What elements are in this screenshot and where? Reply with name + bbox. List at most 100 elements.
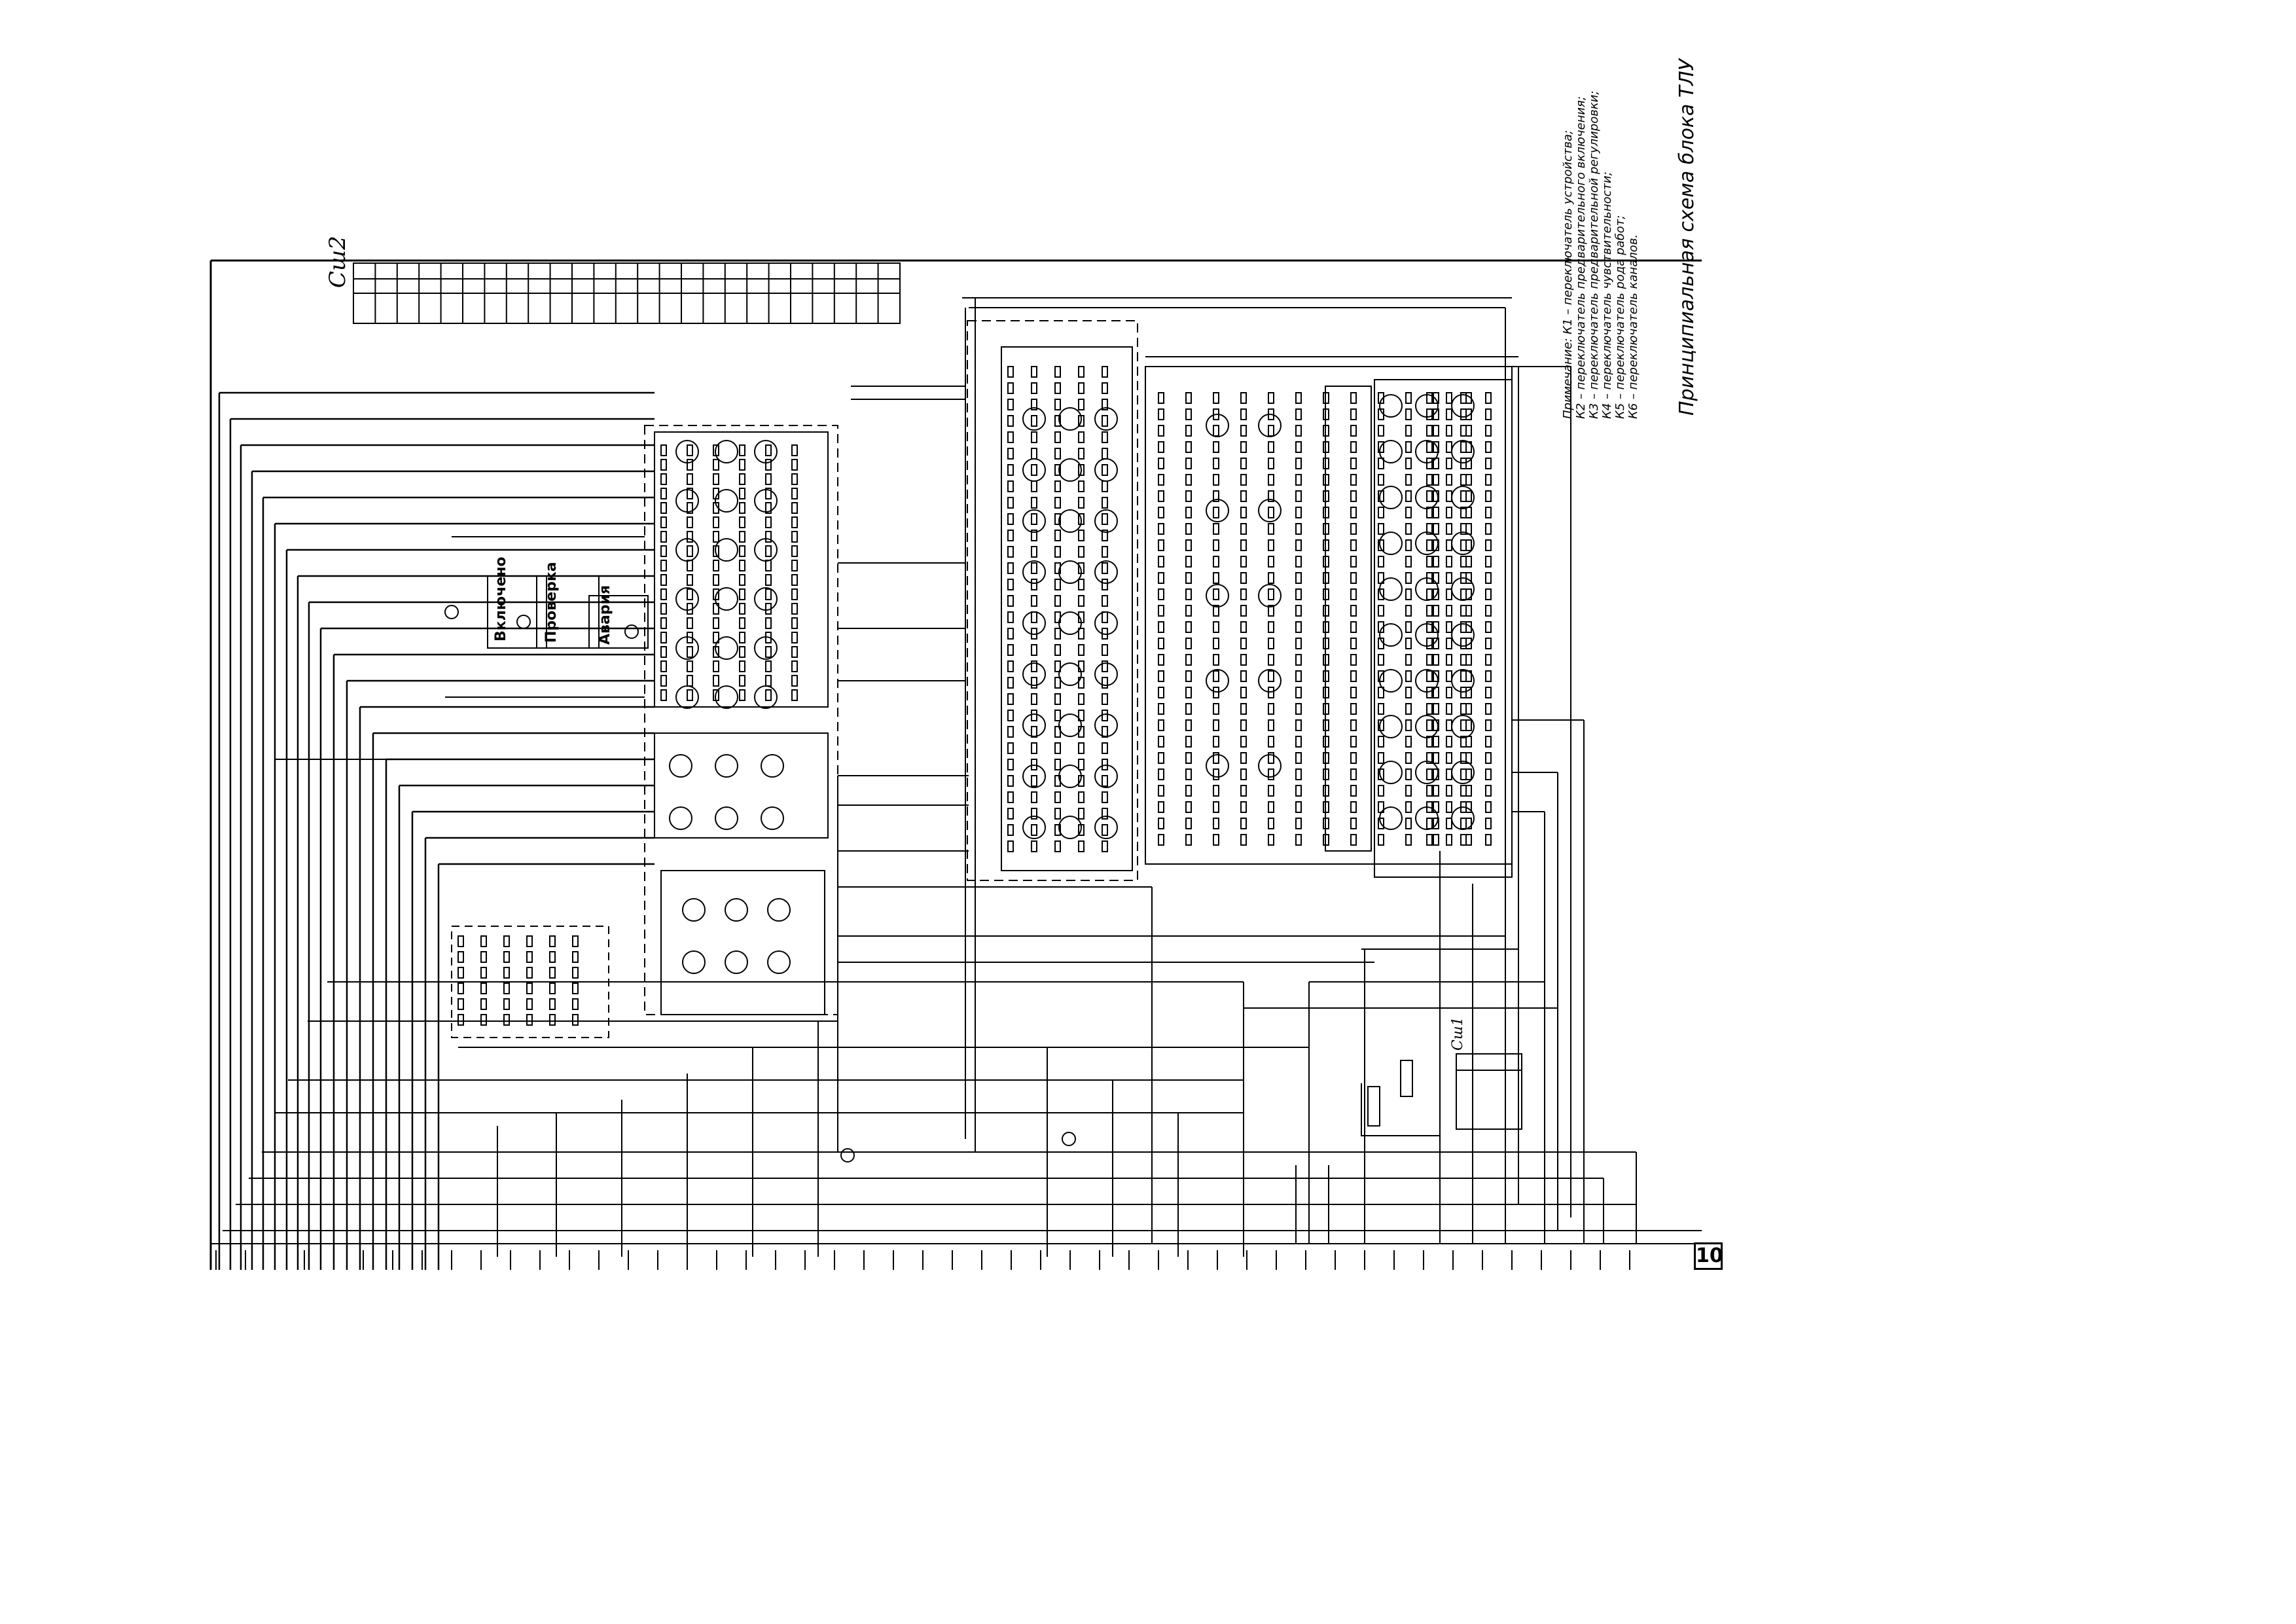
resistor — [1054, 824, 1061, 836]
resistor — [1465, 670, 1472, 682]
resistor — [1426, 523, 1433, 535]
transistor — [1258, 584, 1282, 607]
resistor — [1102, 775, 1108, 787]
resistor — [1446, 605, 1452, 617]
resistor — [1485, 523, 1492, 535]
resistor — [739, 473, 745, 485]
resistor — [1405, 539, 1412, 551]
transistor — [1022, 713, 1046, 737]
resistor — [1460, 687, 1467, 698]
resistor — [660, 632, 667, 643]
resistor — [1426, 638, 1433, 649]
resistor — [1213, 687, 1219, 698]
resistor — [1378, 425, 1384, 437]
resistor — [1185, 752, 1192, 764]
resistor — [1240, 736, 1247, 748]
resistor — [1433, 654, 1439, 666]
resistor — [687, 488, 693, 499]
relay-group-right — [1361, 1060, 1440, 1136]
resistor — [1102, 546, 1108, 558]
resistor — [765, 632, 772, 643]
resistor — [1485, 588, 1492, 600]
resistor — [1378, 736, 1384, 748]
resistor — [1465, 425, 1472, 437]
resistor — [1446, 588, 1452, 600]
resistor — [503, 951, 510, 963]
resistor — [1295, 556, 1302, 568]
resistor — [660, 646, 667, 658]
title-note: Принципиальная схема блока ТЛУ — [1676, 58, 1698, 416]
resistor — [1350, 539, 1357, 551]
resistor — [1485, 785, 1492, 797]
resistor — [1323, 425, 1329, 437]
transistor — [1058, 509, 1082, 533]
resistor — [713, 660, 719, 672]
resistor — [1240, 752, 1247, 764]
resistor — [1185, 703, 1192, 715]
resistor — [687, 675, 693, 687]
resistor — [1213, 392, 1219, 404]
resistor — [1323, 654, 1329, 666]
resistor — [739, 646, 745, 658]
resistor — [1078, 546, 1085, 558]
resistor — [660, 488, 667, 499]
resistor — [1460, 703, 1467, 715]
resistor — [765, 459, 772, 471]
resistor — [739, 603, 745, 615]
resistor — [1213, 834, 1219, 846]
resistor — [1102, 840, 1108, 852]
resistor — [526, 935, 533, 947]
lamp-group — [444, 575, 1076, 1163]
resistor — [1268, 572, 1274, 584]
resistor — [1158, 539, 1164, 551]
resistor — [1460, 441, 1467, 453]
resistor — [1460, 474, 1467, 486]
resistor — [660, 588, 667, 600]
resistor — [1158, 834, 1164, 846]
resistor — [1240, 638, 1247, 649]
resistor — [1158, 474, 1164, 486]
resistor — [1158, 507, 1164, 518]
resistor — [765, 560, 772, 571]
resistor — [1485, 621, 1492, 633]
resistor — [1350, 703, 1357, 715]
resistor — [1405, 638, 1412, 649]
resistor — [1350, 605, 1357, 617]
resistor — [1378, 670, 1384, 682]
resistor — [1054, 693, 1061, 705]
resistor — [1031, 431, 1037, 443]
resistor — [1446, 523, 1452, 535]
resistor — [1031, 497, 1037, 509]
resistor — [1405, 719, 1412, 731]
resistor — [1031, 840, 1037, 852]
resistor — [687, 502, 693, 514]
resistor — [1433, 507, 1439, 518]
resistor — [687, 560, 693, 571]
top-connector-label: Сш2 — [325, 236, 351, 288]
resistor — [1426, 556, 1433, 568]
resistor — [1460, 490, 1467, 502]
transistor — [761, 806, 784, 830]
resistor — [1102, 611, 1108, 623]
resistor — [1240, 687, 1247, 698]
resistor — [791, 646, 798, 658]
resistor — [1426, 539, 1433, 551]
resistor — [1268, 687, 1274, 698]
resistor — [713, 603, 719, 615]
resistor — [1485, 425, 1492, 437]
resistor — [1485, 736, 1492, 748]
transistor — [1058, 662, 1082, 686]
resistor — [1007, 366, 1014, 378]
resistor — [1405, 834, 1412, 846]
resistor — [1350, 818, 1357, 829]
resistor — [765, 488, 772, 499]
resistor — [1433, 392, 1439, 404]
resistor — [1268, 458, 1274, 469]
resistor — [1078, 660, 1085, 672]
resistor — [1102, 382, 1108, 394]
resistor — [1433, 523, 1439, 535]
resistor — [1465, 539, 1472, 551]
resistor — [791, 588, 798, 600]
resistor — [1350, 719, 1357, 731]
resistor — [687, 660, 693, 672]
